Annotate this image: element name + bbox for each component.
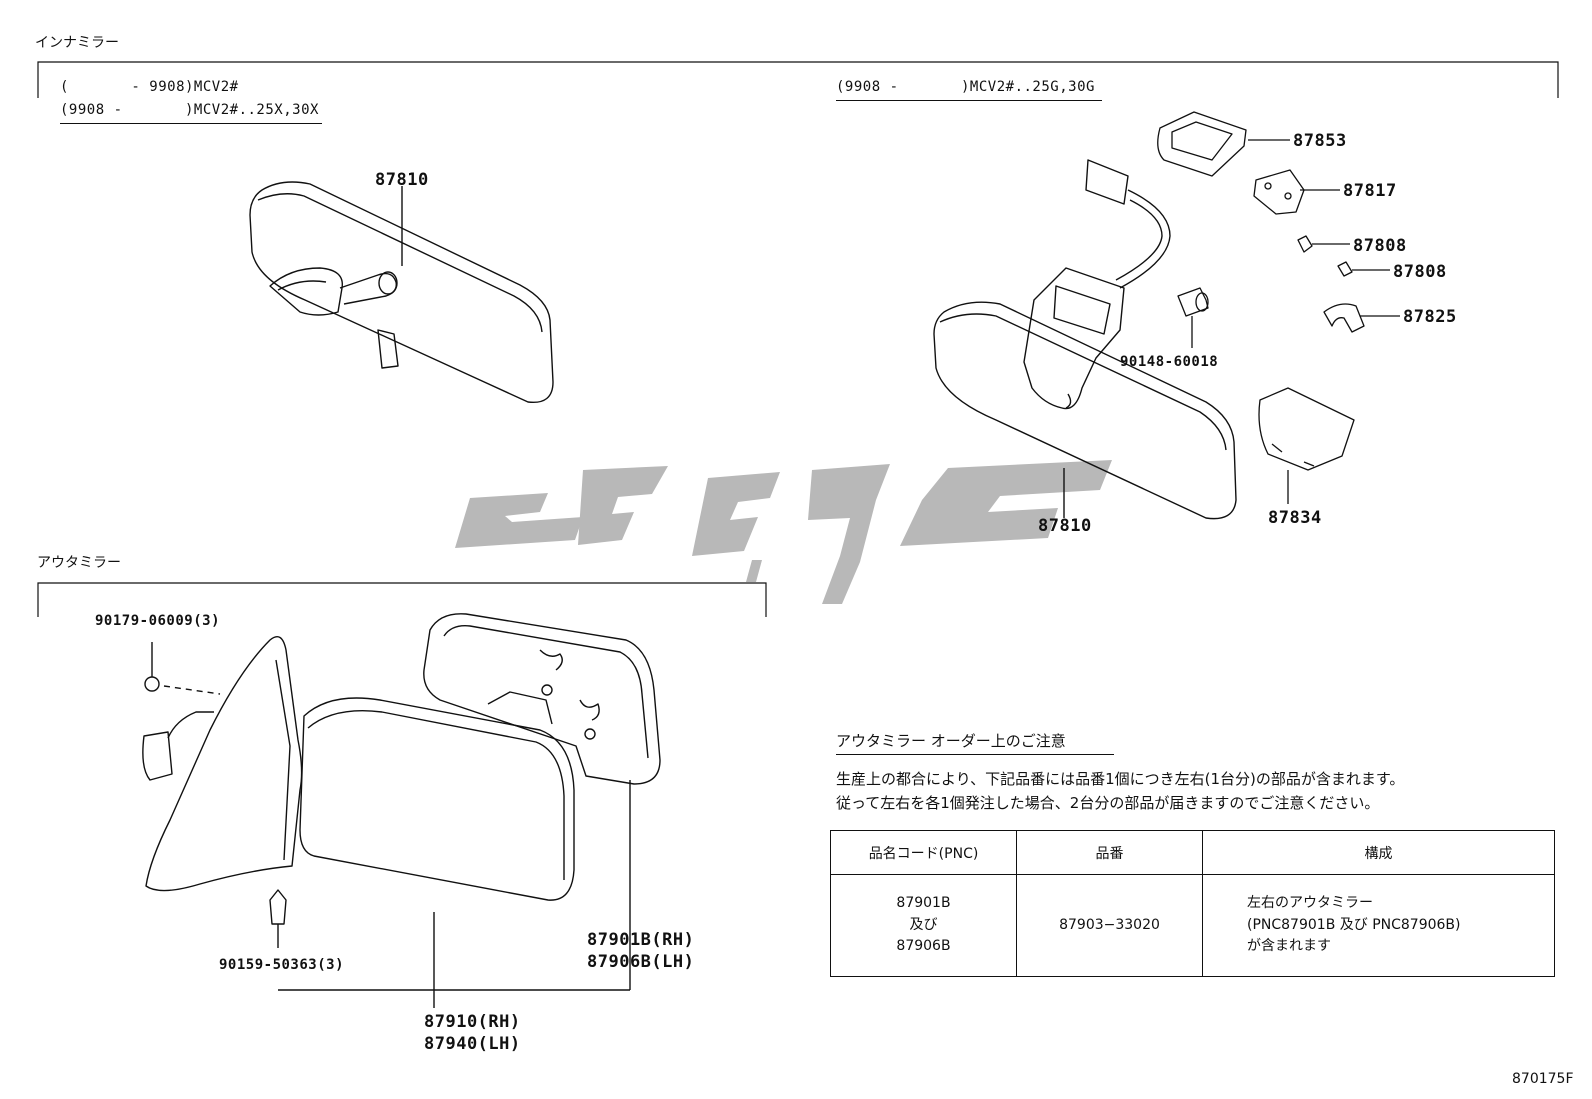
composition-line-1: 左右のアウタミラー xyxy=(1247,894,1373,911)
part-label-90148-60018: 90148-60018 xyxy=(1120,354,1219,370)
variant-right-line1: (9908 - )MCV2#..25G,30G xyxy=(836,79,1095,95)
table-header-pnc: 品名コード(PNC) xyxy=(830,830,1017,875)
part-label-87808-a: 87808 xyxy=(1353,236,1407,256)
part-label-87853: 87853 xyxy=(1293,131,1347,151)
outer-mirror-drawing xyxy=(142,613,661,1008)
variant-right-underline xyxy=(836,100,1102,101)
order-note-title: アウタミラー オーダー上のご注意 xyxy=(836,732,1066,750)
outer-mirror-frame xyxy=(37,582,767,617)
inner-mirror-section-title: インナミラー xyxy=(35,35,119,51)
inner-mirror-small-parts xyxy=(1157,111,1400,504)
pnc-line-3: 87906B xyxy=(896,938,951,955)
watermark-logo xyxy=(455,460,1112,604)
pnc-line-1: 87901B xyxy=(896,894,951,911)
figure-code: 870175F xyxy=(1512,1071,1574,1087)
table-header-composition: 構成 xyxy=(1202,830,1555,875)
part-label-87834: 87834 xyxy=(1268,508,1322,528)
table-header-part-no: 品番 xyxy=(1016,830,1203,875)
part-label-87940-lh: 87940(LH) xyxy=(424,1034,521,1054)
table-cell-pnc: 87901B 及び 87906B xyxy=(830,874,1017,977)
inner-mirror-right-drawing xyxy=(933,159,1237,520)
part-label-87901B-rh: 87901B(RH) xyxy=(587,930,695,950)
part-label-87825: 87825 xyxy=(1403,307,1457,327)
order-note-table: 品名コード(PNC) 品番 構成 87901B 及び 87906B 87903−… xyxy=(830,830,1555,977)
composition-line-3: が含まれます xyxy=(1247,938,1331,955)
part-label-87817: 87817 xyxy=(1343,181,1397,201)
order-note-line1: 生産上の都合により、下記品番には品番1個につき左右(1台分)の部品が含まれます。 xyxy=(836,770,1405,788)
pnc-line-2: 及び xyxy=(909,916,938,933)
composition-line-2: (PNC87901B 及び PNC87906B) xyxy=(1247,916,1461,933)
part-label-90179-06009: 90179-06009(3) xyxy=(95,613,221,629)
part-label-87808-b: 87808 xyxy=(1393,262,1447,282)
table-cell-part-no: 87903−33020 xyxy=(1016,874,1203,977)
part-label-87810-right: 87810 xyxy=(1038,516,1092,536)
variant-left-line2: (9908 - )MCV2#..25X,30X xyxy=(60,102,319,118)
outer-mirror-section-title: アウタミラー xyxy=(37,555,121,571)
variant-left-underline xyxy=(60,123,322,124)
inner-mirror-frame xyxy=(37,61,1559,98)
table-row: 87901B 及び 87906B 87903−33020 左右のアウタミラー (… xyxy=(830,874,1555,977)
order-note-title-underline xyxy=(836,754,1114,755)
table-cell-composition: 左右のアウタミラー (PNC87901B 及び PNC87906B) が含まれま… xyxy=(1202,874,1555,977)
inner-mirror-left-drawing xyxy=(249,181,554,404)
variant-left-line1: ( - 9908)MCV2# xyxy=(60,79,239,95)
part-label-90159-50363: 90159-50363(3) xyxy=(219,957,345,973)
part-label-87906B-lh: 87906B(LH) xyxy=(587,952,695,972)
order-note-line2: 従って左右を各1個発注した場合、2台分の部品が届きますのでご注意ください。 xyxy=(836,794,1380,812)
part-label-87910-rh: 87910(RH) xyxy=(424,1012,521,1032)
part-label-87810-left: 87810 xyxy=(375,170,429,190)
